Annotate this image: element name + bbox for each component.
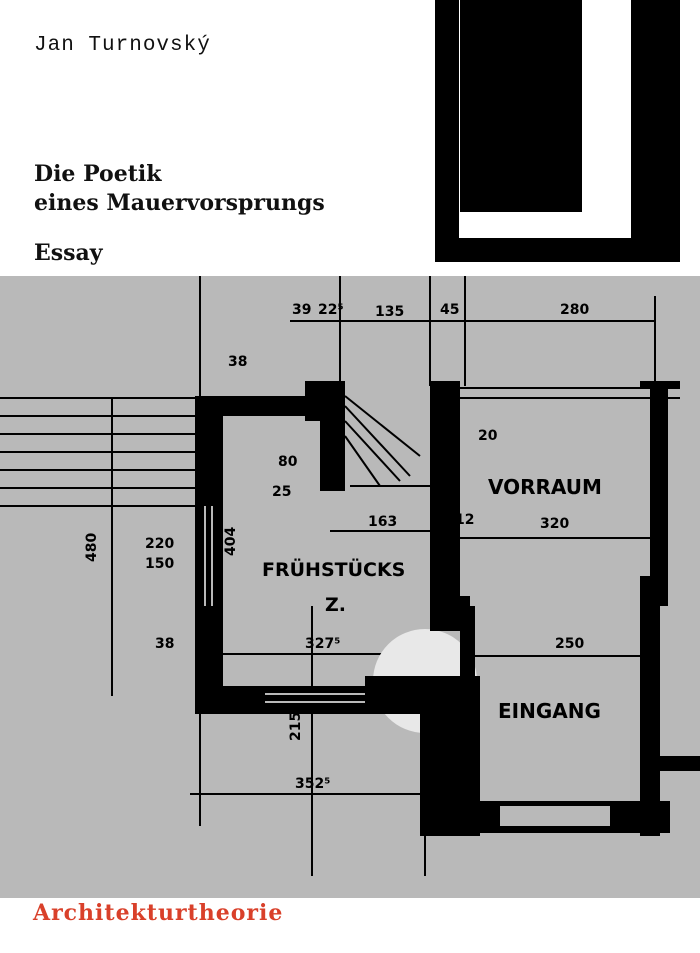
dim-280: 280 [560, 302, 589, 318]
dim-80: 80 [278, 454, 298, 470]
dim-320: 320 [540, 516, 569, 532]
dim-38-top: 38 [228, 354, 247, 370]
dim-480: 480 [84, 533, 100, 562]
dim-352: 352⁵ [295, 776, 330, 792]
floor-plan-image: 39 22⁵ 135 45 280 38 20 80 25 VORRAUM 16… [0, 276, 700, 898]
dim-38: 38 [155, 636, 174, 652]
dim-220: 220 [145, 536, 174, 552]
dim-404: 404 [223, 527, 239, 556]
dim-135: 135 [375, 304, 404, 320]
dim-25: 25 [272, 484, 291, 500]
dim-12: 12 [455, 512, 474, 528]
dim-215: 215 [288, 712, 304, 741]
book-subtitle: Essay [34, 240, 103, 266]
author-name: Jan Turnovský [34, 34, 211, 57]
dim-45: 45 [440, 302, 459, 318]
dim-327: 327⁵ [305, 636, 340, 652]
floor-plan-drawing: 39 22⁵ 135 45 280 38 20 80 25 VORRAUM 16… [0, 276, 700, 876]
dim-163: 163 [368, 514, 397, 530]
dim-150: 150 [145, 556, 174, 572]
dim-22: 22⁵ [318, 302, 344, 318]
series-name: Architekturtheorie [33, 900, 284, 926]
title-line-2: eines Mauervorsprungs [34, 190, 325, 216]
publisher-logo [435, 0, 680, 262]
dim-20: 20 [478, 428, 498, 444]
room-vorraum: VORRAUM [488, 475, 602, 499]
title-line-1: Die Poetik [34, 161, 162, 187]
room-fruehstuecks: FRÜHSTÜCKS [262, 557, 405, 581]
room-eingang: EINGANG [498, 699, 601, 723]
dim-39: 39 [292, 302, 311, 318]
dim-250: 250 [555, 636, 584, 652]
book-title: Die Poetik eines Mauervorsprungs [34, 160, 325, 218]
room-fruehstuecks-z: Z. [325, 594, 346, 616]
